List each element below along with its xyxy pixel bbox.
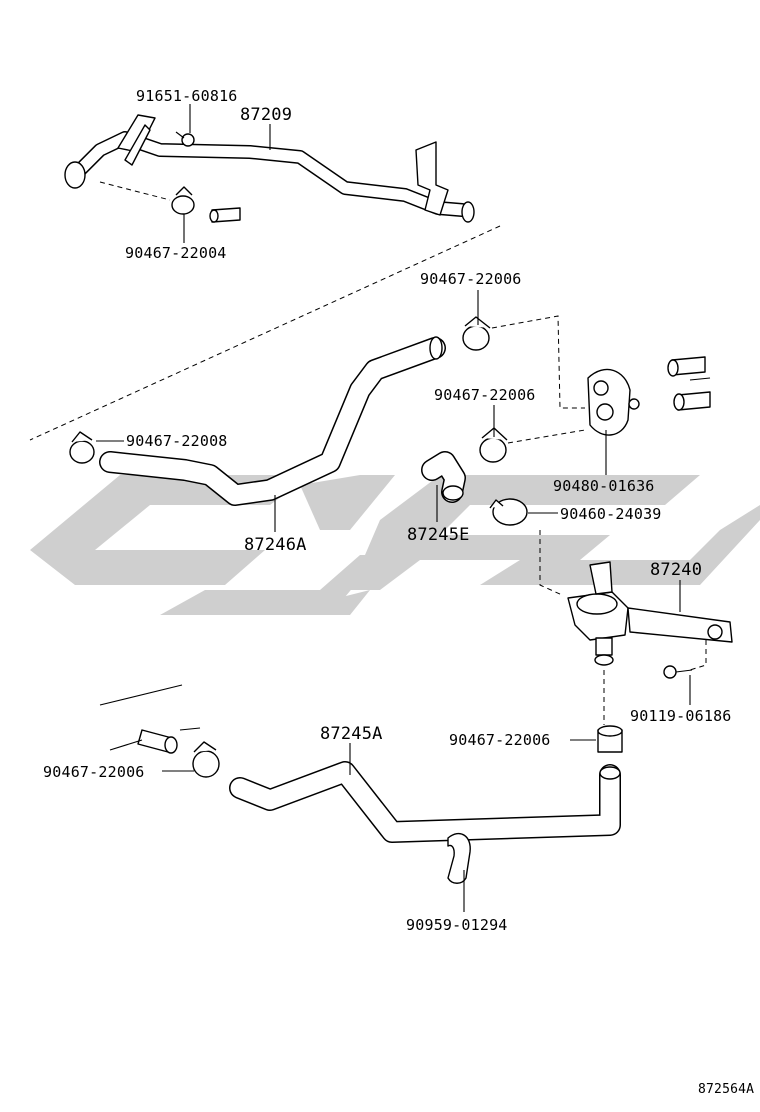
clamp-90467-22006-top <box>462 316 491 351</box>
valve-87240 <box>567 561 733 666</box>
label-90467-22006-left: 90467-22006 <box>43 763 145 781</box>
bolt-91651 <box>175 131 195 147</box>
label-90959-01294: 90959-01294 <box>406 916 508 934</box>
label-90480-01636: 90480-01636 <box>553 477 655 495</box>
label-91651-60816: 91651-60816 <box>136 87 238 105</box>
label-87245A: 87245A <box>320 724 383 744</box>
clamp-90467-22006-right <box>597 725 623 753</box>
clamp-90467-22006-left <box>192 741 220 778</box>
label-90467-22006-top: 90467-22006 <box>420 270 522 288</box>
watermark-logo <box>30 475 760 615</box>
label-90467-22008: 90467-22008 <box>126 432 228 450</box>
label-90460-24039: 90460-24039 <box>560 505 662 523</box>
hose-87245A <box>229 761 621 843</box>
label-87245E: 87245E <box>407 525 470 545</box>
clamp-90467-22008 <box>69 431 95 464</box>
figure-id: 872564A <box>698 1082 754 1097</box>
pipe-stub-left <box>99 684 201 754</box>
pipe-87209 <box>64 114 475 223</box>
label-87240: 87240 <box>650 560 702 580</box>
label-90467-22004: 90467-22004 <box>125 244 227 262</box>
label-90119-06186: 90119-06186 <box>630 707 732 725</box>
label-90467-22006-right: 90467-22006 <box>449 731 551 749</box>
hose-87246A <box>99 336 446 506</box>
label-87246A: 87246A <box>244 535 307 555</box>
bolt-90119-06186 <box>663 665 693 679</box>
label-90467-22006-mid: 90467-22006 <box>434 386 536 404</box>
clamp-90460-24039 <box>489 498 528 526</box>
label-87209: 87209 <box>240 105 292 125</box>
clip-90959-01294 <box>447 833 471 884</box>
pipe-stubs <box>667 356 711 411</box>
hose-87245E <box>421 451 466 503</box>
clamp-90467-22004 <box>171 186 241 223</box>
grommet-90480-01636 <box>587 368 640 436</box>
